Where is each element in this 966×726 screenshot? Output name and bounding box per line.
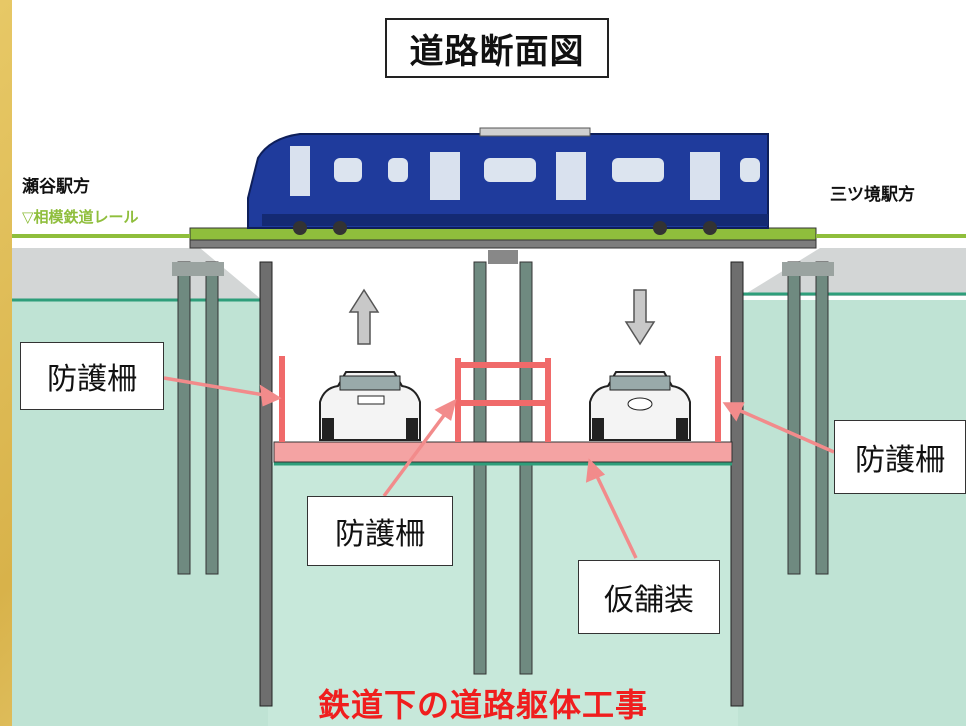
callout-arrow-pavement	[592, 469, 638, 559]
guardrail-center-bar-2	[455, 400, 551, 406]
embankment-left	[12, 248, 262, 300]
train-door-3	[556, 152, 586, 200]
callout-guardrail-center: 防護柵	[307, 496, 453, 566]
arrow-down-icon	[624, 289, 656, 346]
train-door-2	[430, 152, 460, 200]
guardrail-center-bar-1	[455, 362, 551, 368]
callout-arrowhead-left	[259, 384, 282, 407]
diagram-title: 道路断面図	[385, 18, 609, 78]
callout-guardrail-left: 防護柵	[20, 342, 164, 410]
retaining-wall-right	[730, 261, 744, 707]
pile-cap-right	[782, 262, 834, 276]
train-skirt	[262, 214, 768, 226]
train-window-5	[740, 158, 760, 182]
station-right-label: 三ツ境駅方	[830, 185, 915, 205]
pile-left-1	[177, 261, 191, 575]
callout-arrowhead-pavement	[585, 458, 606, 483]
construction-caption: 鉄道下の道路躯体工事	[317, 686, 648, 724]
center-pile-1	[473, 261, 487, 675]
train-roof-unit	[479, 127, 591, 137]
retaining-wall-left	[259, 261, 273, 707]
car-left	[319, 371, 421, 441]
callout-arrow-right	[733, 406, 835, 454]
callout-arrow-left	[163, 376, 271, 398]
pile-right-2	[815, 261, 829, 575]
train-window-1	[334, 158, 362, 182]
train-door-4	[690, 152, 720, 200]
callout-temporary-pavement: 仮舗装	[578, 560, 720, 634]
train-wheel-2	[333, 221, 347, 235]
train	[247, 127, 769, 235]
callout-guardrail-right: 防護柵	[834, 420, 966, 494]
callout-arrowhead-center	[434, 398, 457, 421]
center-pile-2	[519, 261, 533, 675]
pile-left-2	[205, 261, 219, 575]
train-window-3	[484, 158, 536, 182]
embankment-right	[742, 248, 966, 296]
bridge-deck	[189, 227, 817, 241]
pile-cap-left	[172, 262, 224, 276]
train-window-4	[612, 158, 664, 182]
train-door-1	[290, 146, 310, 196]
pile-right-1	[787, 261, 801, 575]
train-window-2	[388, 158, 408, 182]
station-left-label: 瀬谷駅方	[22, 177, 90, 197]
arrow-up-icon	[348, 288, 380, 345]
temporary-pavement-slab	[273, 441, 733, 463]
train-wheel-4	[703, 221, 717, 235]
guardrail-left	[279, 356, 285, 442]
train-wheel-1	[293, 221, 307, 235]
callout-arrow-center	[382, 408, 450, 498]
callout-arrowhead-right	[722, 402, 745, 422]
train-wheel-3	[653, 221, 667, 235]
guardrail-right	[715, 356, 721, 442]
rail-level-label: ▽相模鉄道レール	[22, 208, 139, 226]
center-pile-cap	[488, 250, 518, 264]
bridge-girder	[189, 239, 817, 249]
car-right	[589, 371, 691, 441]
